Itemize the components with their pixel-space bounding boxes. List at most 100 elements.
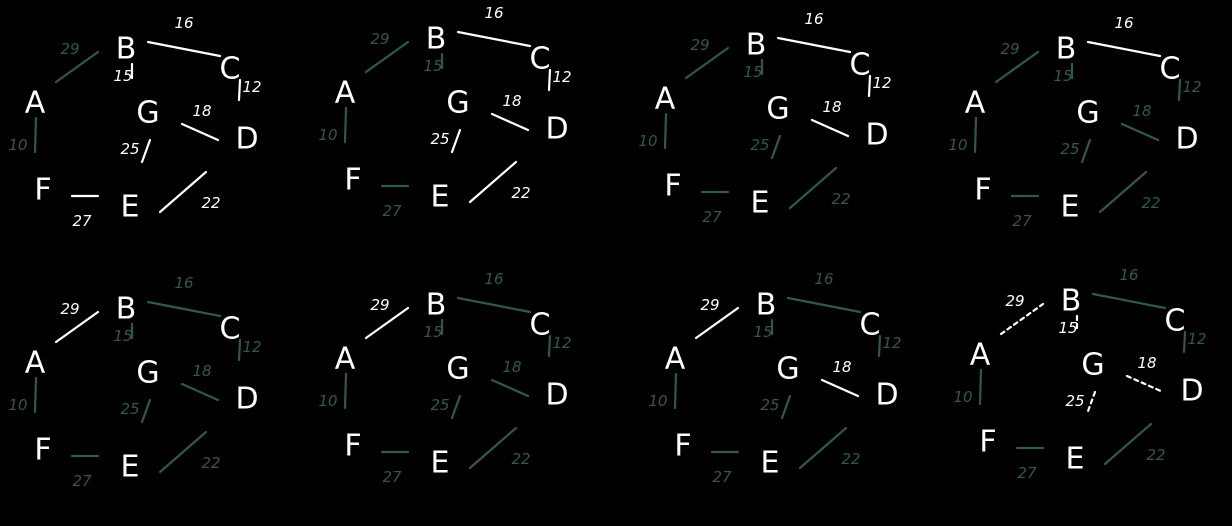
node-e: E <box>121 190 140 225</box>
edge-ab <box>54 310 100 344</box>
node-d: D <box>865 118 888 153</box>
edge-ed <box>158 430 208 474</box>
edge-weight-ed: 22 <box>1146 446 1165 464</box>
node-g: G <box>766 92 789 127</box>
node-c: C <box>530 308 551 343</box>
edge-weight-bg: 15 <box>423 57 442 75</box>
edge-weight-ab: 29 <box>700 296 719 314</box>
node-c: C <box>220 312 241 347</box>
edge-weight-ab: 29 <box>1005 292 1024 310</box>
edge-weight-bg: 15 <box>113 327 132 345</box>
edge-ge <box>770 134 782 160</box>
node-e: E <box>1061 190 1080 225</box>
edge-weight-bg: 15 <box>113 67 132 85</box>
edge-weight-af: 10 <box>948 136 967 154</box>
edge-weight-fe: 27 <box>1017 464 1037 482</box>
edge-weight-ed: 22 <box>201 454 220 472</box>
node-c: C <box>530 42 551 77</box>
node-d: D <box>545 112 568 147</box>
edge-ed <box>468 426 518 470</box>
edge-weight-gd: 18 <box>1137 354 1156 372</box>
node-c: C <box>1165 304 1186 339</box>
edge-weight-ab: 29 <box>60 300 79 318</box>
edge-weight-gd: 18 <box>192 102 211 120</box>
edge-bc <box>786 296 862 314</box>
edge-bc <box>1086 40 1162 58</box>
edge-weight-cd: 12 <box>872 74 891 92</box>
edge-cd <box>237 78 242 102</box>
node-f: F <box>674 429 691 464</box>
edge-bc <box>146 300 222 318</box>
edge-gd <box>180 382 220 402</box>
node-g: G <box>776 352 799 387</box>
edge-ed <box>788 166 838 210</box>
edge-bc <box>776 36 852 54</box>
edge-af <box>663 112 668 150</box>
edge-weight-gd: 18 <box>832 358 851 376</box>
node-e: E <box>751 186 770 221</box>
edge-weight-ab: 29 <box>370 296 389 314</box>
node-b: B <box>426 288 447 323</box>
edge-ge <box>140 398 152 424</box>
node-e: E <box>431 446 450 481</box>
node-g: G <box>136 356 159 391</box>
edge-cd <box>867 74 872 98</box>
edge-weight-bg: 15 <box>1053 67 1072 85</box>
edge-weight-cd: 12 <box>242 338 261 356</box>
edge-weight-ge: 25 <box>430 396 449 414</box>
node-a: A <box>970 338 991 373</box>
node-d: D <box>1175 122 1198 157</box>
node-b: B <box>116 292 137 327</box>
node-a: A <box>25 86 46 121</box>
node-c: C <box>220 52 241 87</box>
node-e: E <box>121 450 140 485</box>
edge-weight-ed: 22 <box>1141 194 1160 212</box>
node-b: B <box>756 288 777 323</box>
edge-gd <box>490 378 530 398</box>
edge-ab <box>994 50 1040 84</box>
node-g: G <box>1076 96 1099 131</box>
edge-ab <box>364 306 410 340</box>
edge-weight-cd: 12 <box>1187 330 1206 348</box>
edge-weight-ab: 29 <box>1000 40 1019 58</box>
node-e: E <box>761 446 780 481</box>
edge-weight-fe: 27 <box>72 212 92 230</box>
edge-weight-bc: 16 <box>174 274 193 292</box>
edge-weight-ed: 22 <box>201 194 220 212</box>
edge-gd <box>810 118 850 138</box>
node-c: C <box>860 308 881 343</box>
node-f: F <box>344 429 361 464</box>
edge-weight-gd: 18 <box>502 358 521 376</box>
edge-ab <box>694 306 740 340</box>
edge-af <box>33 376 38 414</box>
edge-weight-gd: 18 <box>502 92 521 110</box>
edge-weight-fe: 27 <box>72 472 92 490</box>
edge-gd <box>490 112 530 132</box>
edge-cd <box>1177 78 1182 102</box>
node-d: D <box>875 378 898 413</box>
node-d: D <box>1180 374 1203 409</box>
edge-weight-gd: 18 <box>1132 102 1151 120</box>
node-a: A <box>965 86 986 121</box>
edge-af <box>978 368 983 406</box>
edge-cd <box>237 338 242 362</box>
edge-weight-gd: 18 <box>822 98 841 116</box>
edge-weight-fe: 27 <box>382 468 402 486</box>
node-f: F <box>34 433 51 468</box>
edge-weight-bg: 15 <box>743 63 762 81</box>
edge-af <box>673 372 678 410</box>
edge-bc <box>456 296 532 314</box>
edge-cd <box>1182 330 1187 354</box>
node-b: B <box>426 22 447 57</box>
edge-weight-af: 10 <box>953 388 972 406</box>
edge-weight-gd: 18 <box>192 362 211 380</box>
edge-weight-cd: 12 <box>242 78 261 96</box>
edge-weight-ed: 22 <box>511 450 530 468</box>
edge-ed <box>1103 422 1153 466</box>
